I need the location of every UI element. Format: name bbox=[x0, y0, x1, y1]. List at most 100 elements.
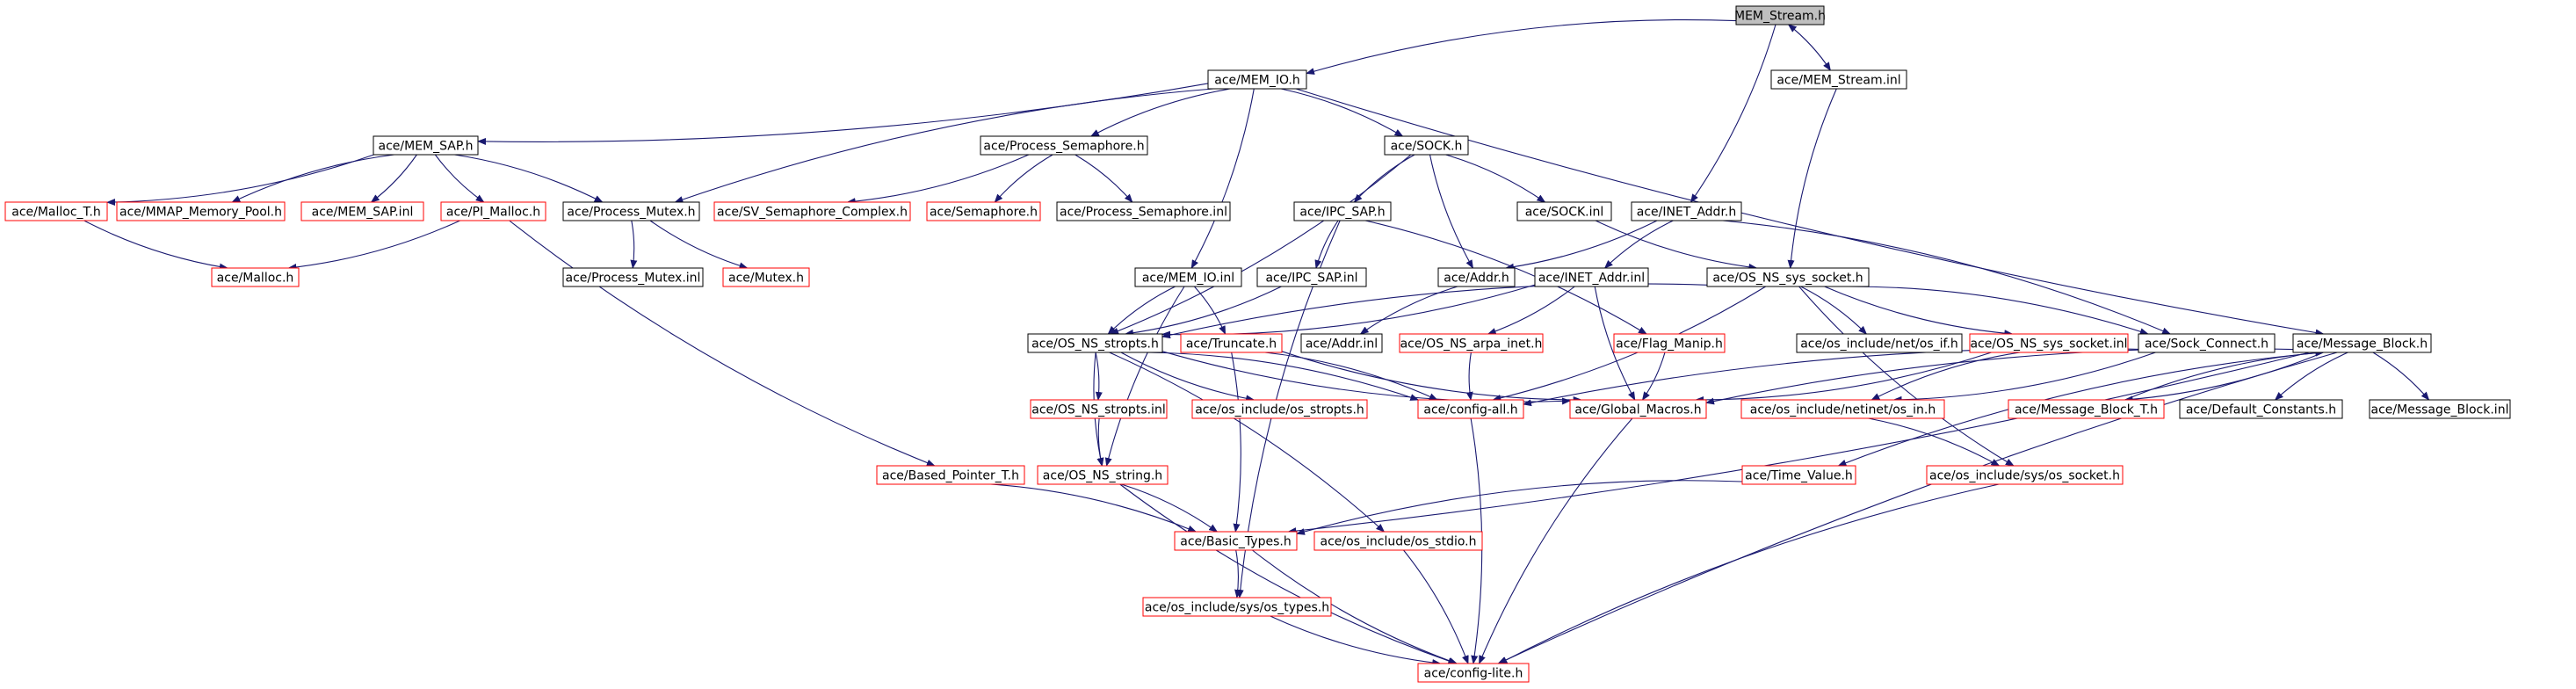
node-os-include-sys-os-types-h[interactable]: ace/os_include/sys/os_types.h bbox=[1142, 597, 1332, 617]
node-os-ns-arpa-inet-h[interactable]: ace/OS_NS_arpa_inet.h bbox=[1399, 333, 1544, 353]
node-process-mutex-inl[interactable]: ace/Process_Mutex.inl bbox=[562, 267, 704, 287]
dependency-edge-os_ns_sys_socket_h-to-config_all_h bbox=[1492, 286, 1766, 402]
node-os-ns-stropts-h[interactable]: ace/OS_NS_stropts.h bbox=[1027, 333, 1163, 353]
dependency-edge-mem_sap_h-to-mmap_memory_pool_h bbox=[231, 154, 394, 203]
dependency-edge-message_block_h-to-message_block_inl bbox=[2372, 352, 2430, 401]
node-ipc-sap-inl[interactable]: ace/IPC_SAP.inl bbox=[1256, 267, 1367, 287]
node-mem-io-h[interactable]: ace/MEM_IO.h bbox=[1207, 69, 1307, 90]
node-label: ace/os_include/os_stdio.h bbox=[1321, 535, 1477, 549]
node-os-ns-sys-socket-inl[interactable]: ace/OS_NS_sys_socket.inl bbox=[1969, 333, 2129, 353]
node-sock-inl[interactable]: ace/SOCK.inl bbox=[1516, 201, 1612, 221]
node-box bbox=[1256, 267, 1367, 287]
node-box bbox=[1056, 201, 1231, 221]
node-label: ace/os_include/netinet/os_in.h bbox=[1750, 403, 1936, 417]
node-box bbox=[1631, 201, 1742, 221]
node-box bbox=[562, 267, 704, 287]
node-os-include-os-stdio-h[interactable]: ace/os_include/os_stdio.h bbox=[1313, 531, 1483, 551]
node-box bbox=[1740, 399, 1945, 419]
dependency-edge-based_pointer_t_h-to-basic_types_h bbox=[990, 483, 1198, 533]
dependency-edge-truncate_h-to-global_macros_h bbox=[1281, 351, 1582, 403]
node-box bbox=[4, 201, 108, 221]
node-time-value-h[interactable]: ace/Time_Value.h bbox=[1741, 465, 1856, 485]
node-sv-semaphore-complex-h[interactable]: ace/SV_Semaphore_Complex.h bbox=[713, 201, 911, 221]
node-process-semaphore-h[interactable]: ace/Process_Semaphore.h bbox=[980, 135, 1148, 156]
node-malloc-h[interactable]: ace/Malloc.h bbox=[211, 267, 300, 287]
node-os-include-net-os-if-h[interactable]: ace/os_include/net/os_if.h bbox=[1796, 333, 1963, 353]
node-os-ns-sys-socket-h[interactable]: ace/OS_NS_sys_socket.h bbox=[1706, 267, 1870, 287]
dependency-edge-mem_io_inl-to-os_ns_stropts_h bbox=[1107, 286, 1176, 335]
node-label: ace/Based_Pointer_T.h bbox=[882, 469, 1019, 483]
node-malloc-t-h[interactable]: ace/Malloc_T.h bbox=[4, 201, 108, 221]
node-os-include-sys-os-socket-h[interactable]: ace/os_include/sys/os_socket.h bbox=[1926, 465, 2124, 485]
dependency-edge-os_include_netinet_os_in_h-to-os_include_sys_os_socket_h bbox=[1868, 417, 2001, 467]
node-message-block-t-h[interactable]: ace/Message_Block_T.h bbox=[2008, 399, 2165, 419]
node-label: ace/Time_Value.h bbox=[1745, 469, 1853, 483]
node-label: ace/Default_Constants.h bbox=[2186, 403, 2336, 417]
node-sock-connect-h[interactable]: ace/Sock_Connect.h bbox=[2138, 333, 2276, 353]
node-config-lite-h[interactable]: ace/config-lite.h bbox=[1417, 663, 1530, 683]
node-addr-h[interactable]: ace/Addr.h bbox=[1437, 267, 1516, 287]
node-label: ace/Semaphore.h bbox=[930, 206, 1038, 220]
node-os-include-netinet-os-in-h[interactable]: ace/os_include/netinet/os_in.h bbox=[1740, 399, 1945, 419]
node-label: ace/Process_Mutex.inl bbox=[566, 272, 701, 286]
node-os-include-os-stropts-h[interactable]: ace/os_include/os_stropts.h bbox=[1191, 399, 1368, 419]
dependency-edge-os_ns_sys_socket_inl-to-os_include_netinet_os_in_h bbox=[1870, 352, 2021, 401]
node-mem-sap-h[interactable]: ace/MEM_SAP.h bbox=[373, 135, 479, 156]
node-box bbox=[1384, 135, 1469, 156]
node-os-ns-string-h[interactable]: ace/OS_NS_string.h bbox=[1037, 465, 1169, 485]
node-box bbox=[1191, 399, 1368, 419]
dependency-edge-pi_malloc_h-to-based_pointer_t_h bbox=[509, 220, 936, 467]
node-box bbox=[116, 201, 286, 221]
node-basic-types-h[interactable]: ace/Basic_Types.h bbox=[1174, 531, 1298, 551]
node-mem-stream-inl[interactable]: ace/MEM_Stream.inl bbox=[1770, 69, 1907, 90]
node-label: ace/MEM_Stream.inl bbox=[1776, 74, 1900, 88]
node-mmap-memory-pool-h[interactable]: ace/MMAP_Memory_Pool.h bbox=[116, 201, 286, 221]
node-inet-addr-inl[interactable]: ace/INET_Addr.inl bbox=[1534, 267, 1649, 287]
node-process-semaphore-inl[interactable]: ace/Process_Semaphore.inl bbox=[1056, 201, 1231, 221]
dependency-edge-mem_io_h-to-mem_sap_h bbox=[477, 83, 1209, 145]
node-global-macros-h[interactable]: ace/Global_Macros.h bbox=[1569, 399, 1707, 419]
dependency-edge-ipc_sap_h-to-ipc_sap_inl bbox=[1314, 220, 1339, 269]
dependency-edge-process_mutex_h-to-mutex_h bbox=[649, 220, 749, 270]
node-flag-manip-h[interactable]: ace/Flag_Manip.h bbox=[1613, 333, 1726, 353]
node-box bbox=[1706, 267, 1870, 287]
node-sock-h[interactable]: ace/SOCK.h bbox=[1384, 135, 1469, 156]
node-message-block-h[interactable]: ace/Message_Block.h bbox=[2292, 333, 2432, 353]
node-label: ace/Malloc_T.h bbox=[11, 206, 101, 220]
dependency-edge-os_ns_string_h-to-basic_types_h bbox=[1121, 483, 1219, 533]
node-mem-io-inl[interactable]: ace/MEM_IO.inl bbox=[1134, 267, 1242, 287]
node-box bbox=[722, 267, 810, 287]
node-mem-sap-inl[interactable]: ace/MEM_SAP.inl bbox=[300, 201, 424, 221]
dependency-edge-os_ns_stropts_h-to-os_include_os_stropts_h bbox=[1120, 352, 1255, 403]
node-label: ace/MEM_IO.h bbox=[1214, 74, 1300, 88]
node-default-constants-h[interactable]: ace/Default_Constants.h bbox=[2179, 399, 2343, 419]
node-process-mutex-h[interactable]: ace/Process_Mutex.h bbox=[562, 201, 700, 221]
node-based-pointer-t-h[interactable]: ace/Based_Pointer_T.h bbox=[876, 465, 1025, 485]
node-pi-malloc-h[interactable]: ace/PI_Malloc.h bbox=[440, 201, 546, 221]
node-box bbox=[1027, 333, 1163, 353]
dependency-edge-truncate_h-to-basic_types_h bbox=[1231, 352, 1241, 533]
node-message-block-inl[interactable]: ace/Message_Block.inl bbox=[2369, 399, 2511, 419]
node-box bbox=[2008, 399, 2165, 419]
dependency-edge-mem_io_h-to-process_semaphore_h bbox=[1089, 88, 1231, 137]
node-mutex-h[interactable]: ace/Mutex.h bbox=[722, 267, 810, 287]
node-truncate-h[interactable]: ace/Truncate.h bbox=[1180, 333, 1283, 353]
node-addr-inl[interactable]: ace/Addr.inl bbox=[1300, 333, 1383, 353]
dependency-edge-sock_h-to-sock_inl bbox=[1445, 154, 1546, 203]
node-inet-addr-h[interactable]: ace/INET_Addr.h bbox=[1631, 201, 1742, 221]
node-ipc-sap-h[interactable]: ace/IPC_SAP.h bbox=[1293, 201, 1392, 221]
node-label: ace/Basic_Types.h bbox=[1180, 535, 1291, 549]
node-label: ace/OS_NS_sys_socket.inl bbox=[1970, 337, 2127, 352]
dependency-edge-os_ns_stropts_h-to-config_all_h bbox=[1147, 352, 1420, 401]
dependency-edge-mem_io_h-to-process_mutex_h bbox=[674, 88, 1214, 203]
node-os-ns-stropts-inl[interactable]: ace/OS_NS_stropts.inl bbox=[1030, 399, 1168, 419]
node-label: ace/MEM_SAP.inl bbox=[312, 206, 414, 220]
node-box bbox=[211, 267, 300, 287]
dependency-edge-os_include_sys_os_socket_h-to-config_lite_h bbox=[1498, 483, 2000, 664]
dependency-edge-os_ns_sys_socket_h-to-os_include_net_os_if_h bbox=[1800, 286, 1868, 335]
node-label: ace/Message_Block.inl bbox=[2371, 403, 2509, 417]
dependency-edge-message_block_h-to-message_block_t_h bbox=[2124, 352, 2324, 403]
node-label: ace/os_include/net/os_if.h bbox=[1800, 337, 1958, 352]
node-semaphore-h[interactable]: ace/Semaphore.h bbox=[926, 201, 1041, 221]
node-config-all-h[interactable]: ace/config-all.h bbox=[1417, 399, 1524, 419]
